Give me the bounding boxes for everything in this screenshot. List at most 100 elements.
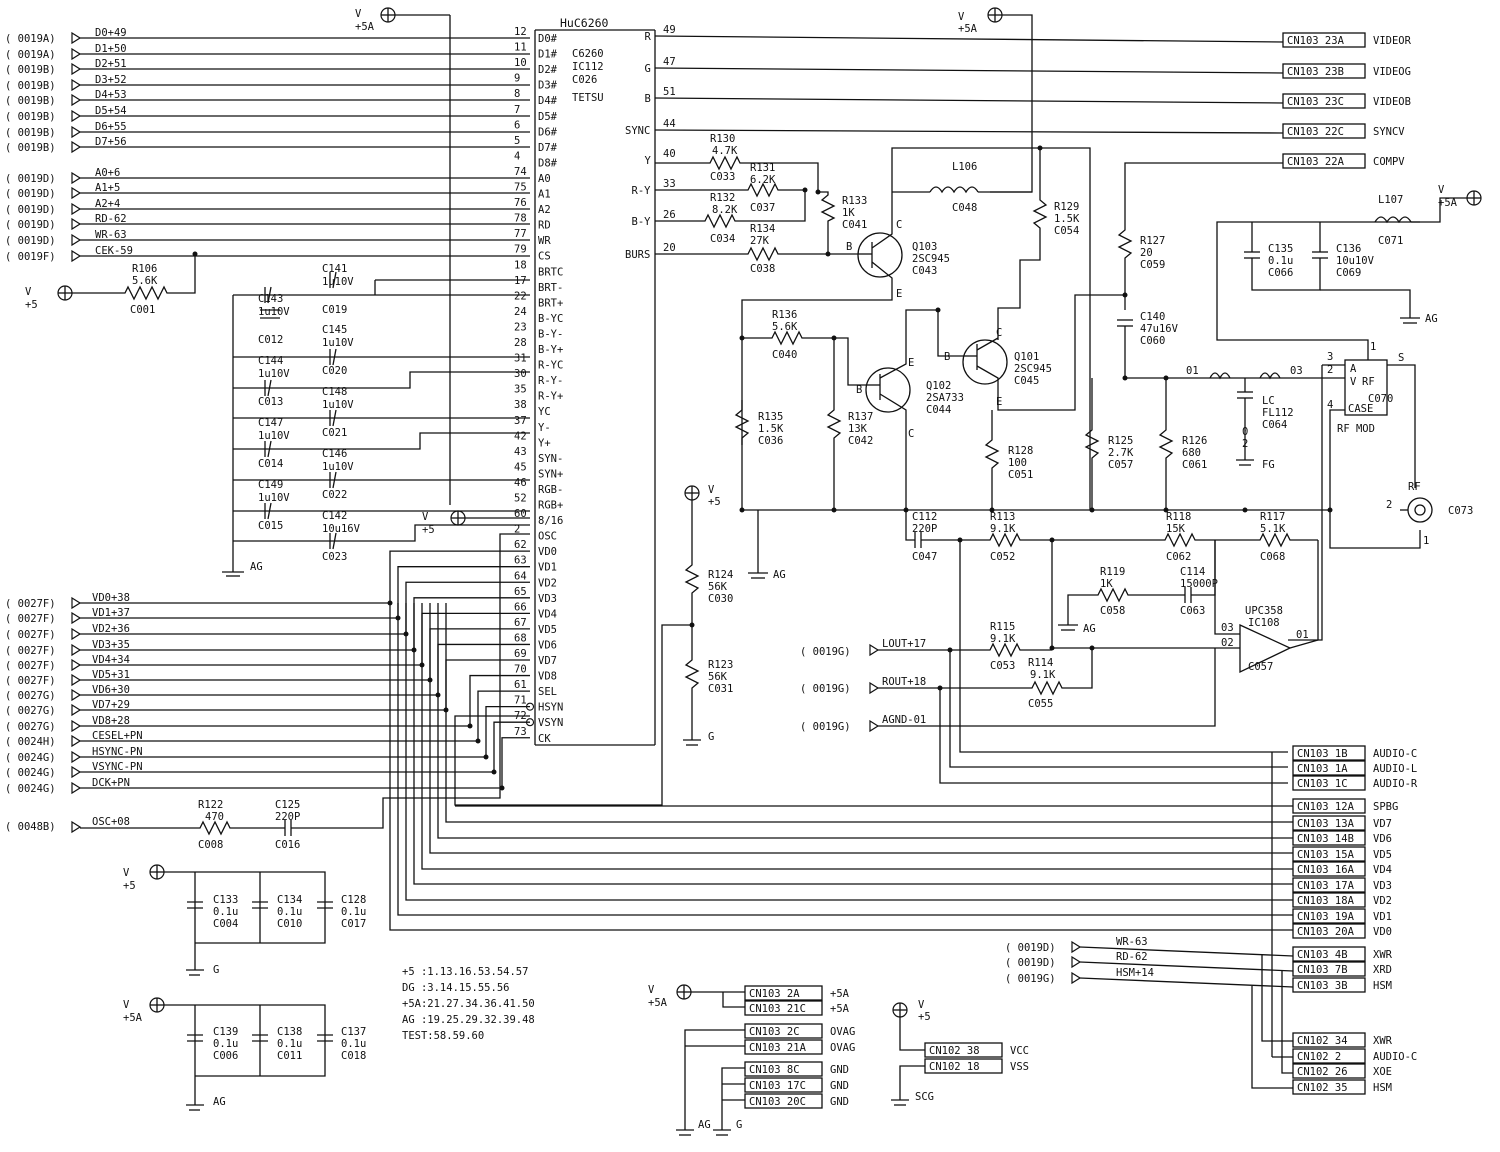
- vd-net-2: ( 0027F)VD2+36: [5, 581, 530, 641]
- net-ref: ( 0019D): [5, 204, 56, 216]
- r125-ref: R125: [1108, 435, 1133, 447]
- net-name: D3+52: [95, 74, 127, 86]
- ic-pin-name: R-Y+: [538, 391, 563, 403]
- rf-pin-4: 4: [1327, 399, 1333, 411]
- ic-pin-name: D6#: [538, 126, 558, 138]
- ic-pin-6: 6D6#: [514, 119, 558, 138]
- r131-code: C037: [750, 202, 775, 214]
- r118-val: 15K: [1166, 523, 1186, 535]
- r122-ref: R122: [198, 799, 223, 811]
- cap-c147-code: C014: [258, 458, 283, 470]
- net-ref: ( 0019A): [5, 49, 56, 61]
- ic-pin-name: BRT-: [538, 282, 563, 294]
- resistor-r106: V +5 R106 5.6K C001: [25, 251, 198, 316]
- r118-ref: R118: [1166, 511, 1191, 523]
- net-name: D4+53: [95, 89, 127, 101]
- c140-ref: C140: [1140, 311, 1165, 323]
- ic-pin-name: R-Y: [632, 185, 652, 197]
- c138-val: 0.1u: [277, 1038, 302, 1050]
- connector-label: VIDEOB: [1373, 96, 1411, 108]
- connector-CN103-21C: CN103 21C+5A: [744, 1000, 850, 1016]
- connector-id: CN103 1A: [1297, 763, 1348, 775]
- l106-code: C048: [952, 202, 977, 214]
- q101-b: B: [944, 351, 950, 363]
- lc-pin-03: 03: [1290, 365, 1303, 377]
- connector-label: AUDIO-L: [1373, 763, 1417, 775]
- divider-g: G: [708, 731, 714, 743]
- net-name: HSM+14: [1116, 967, 1154, 979]
- connector-id: CN103 1B: [1297, 748, 1348, 760]
- c139-ref: C139: [213, 1026, 238, 1038]
- ic-pin-name: R-YC: [538, 360, 563, 372]
- connector-label: AUDIO-C: [1373, 1051, 1417, 1063]
- pwr-g: G: [736, 1119, 742, 1131]
- r133-code: C041: [842, 219, 867, 231]
- decouple-v-2: V: [123, 999, 130, 1011]
- net-name: VD8+28: [92, 715, 130, 727]
- ic-pin-number: 65: [514, 586, 527, 598]
- r118-code: C062: [1166, 551, 1191, 563]
- net-ref: ( 0027G): [5, 705, 56, 717]
- ic-pin-name: D2#: [538, 64, 558, 76]
- r126-code: C061: [1182, 459, 1207, 471]
- decouple-5a: +5A: [123, 1012, 143, 1024]
- connector-id: CN103 22C: [1287, 126, 1344, 138]
- c136-code: C069: [1336, 267, 1361, 279]
- ic-pin-name: B-YC: [538, 313, 563, 325]
- c136-val: 10u10V: [1336, 255, 1375, 267]
- r131-val: 6.2K: [750, 174, 776, 186]
- connector-label: AUDIO-C: [1373, 748, 1417, 760]
- r122-code: C008: [198, 839, 223, 851]
- ic-pin-name: CK: [538, 733, 551, 745]
- supply-5a-top-left: V +5A: [355, 7, 451, 505]
- q103-b: B: [846, 241, 852, 253]
- rf-pin-3: 3: [1327, 351, 1333, 363]
- ic-pin-name: VD4: [538, 608, 557, 620]
- ic-pin-name: Y+: [538, 437, 551, 449]
- rf-jack-label: RF: [1408, 481, 1421, 493]
- input-net-3: ( 0019B)D3+52: [5, 74, 530, 92]
- ic-pin-number: 30: [514, 368, 527, 380]
- cap-c149-code: C015: [258, 520, 283, 532]
- vd-net-1: ( 0027F)VD1+37: [5, 566, 530, 625]
- net-name: DCK+PN: [92, 777, 130, 789]
- q101-code: C045: [1014, 375, 1039, 387]
- connector-label: VD3: [1373, 880, 1392, 892]
- net-ref: ( 0024G): [5, 783, 56, 795]
- net-name: VD4+34: [92, 654, 130, 666]
- connector-label: GND: [830, 1096, 849, 1108]
- net-name: A0+6: [95, 167, 120, 179]
- rf-mod-name: RF MOD: [1337, 423, 1375, 435]
- vd-net-10: ( 0024G)HSYNC-PN: [5, 706, 530, 764]
- lc-pin-0: 0: [1242, 426, 1248, 438]
- r136-val: 5.6K: [772, 321, 798, 333]
- net-name: RD-62: [95, 213, 127, 225]
- connector-label: GND: [830, 1080, 849, 1092]
- net-name: D6+55: [95, 121, 127, 133]
- ic-pin-number: 11: [514, 42, 527, 54]
- ic-name-1: C6260: [572, 48, 604, 60]
- ic-pin-number: 52: [514, 493, 527, 505]
- connector-label: OVAG: [830, 1042, 855, 1054]
- rf-pin-s: S: [1398, 352, 1404, 364]
- audio-net-ref-1: ( 0019G): [800, 683, 851, 695]
- ic-pin-name: VD0: [538, 546, 557, 558]
- c137-ref: C137: [341, 1026, 366, 1038]
- ic108-ref: UPC358: [1245, 605, 1283, 617]
- rf-mod-label: RF: [1362, 376, 1375, 388]
- net-name: D1+50: [95, 43, 127, 55]
- decouple-ag: AG: [213, 1096, 226, 1108]
- connector-CN103-1B: CN103 1B AUDIO-C: [1292, 745, 1417, 761]
- vd-net-12: ( 0024G) DCK+PN: [5, 737, 530, 795]
- connector-id: CN103 17A: [1297, 880, 1355, 892]
